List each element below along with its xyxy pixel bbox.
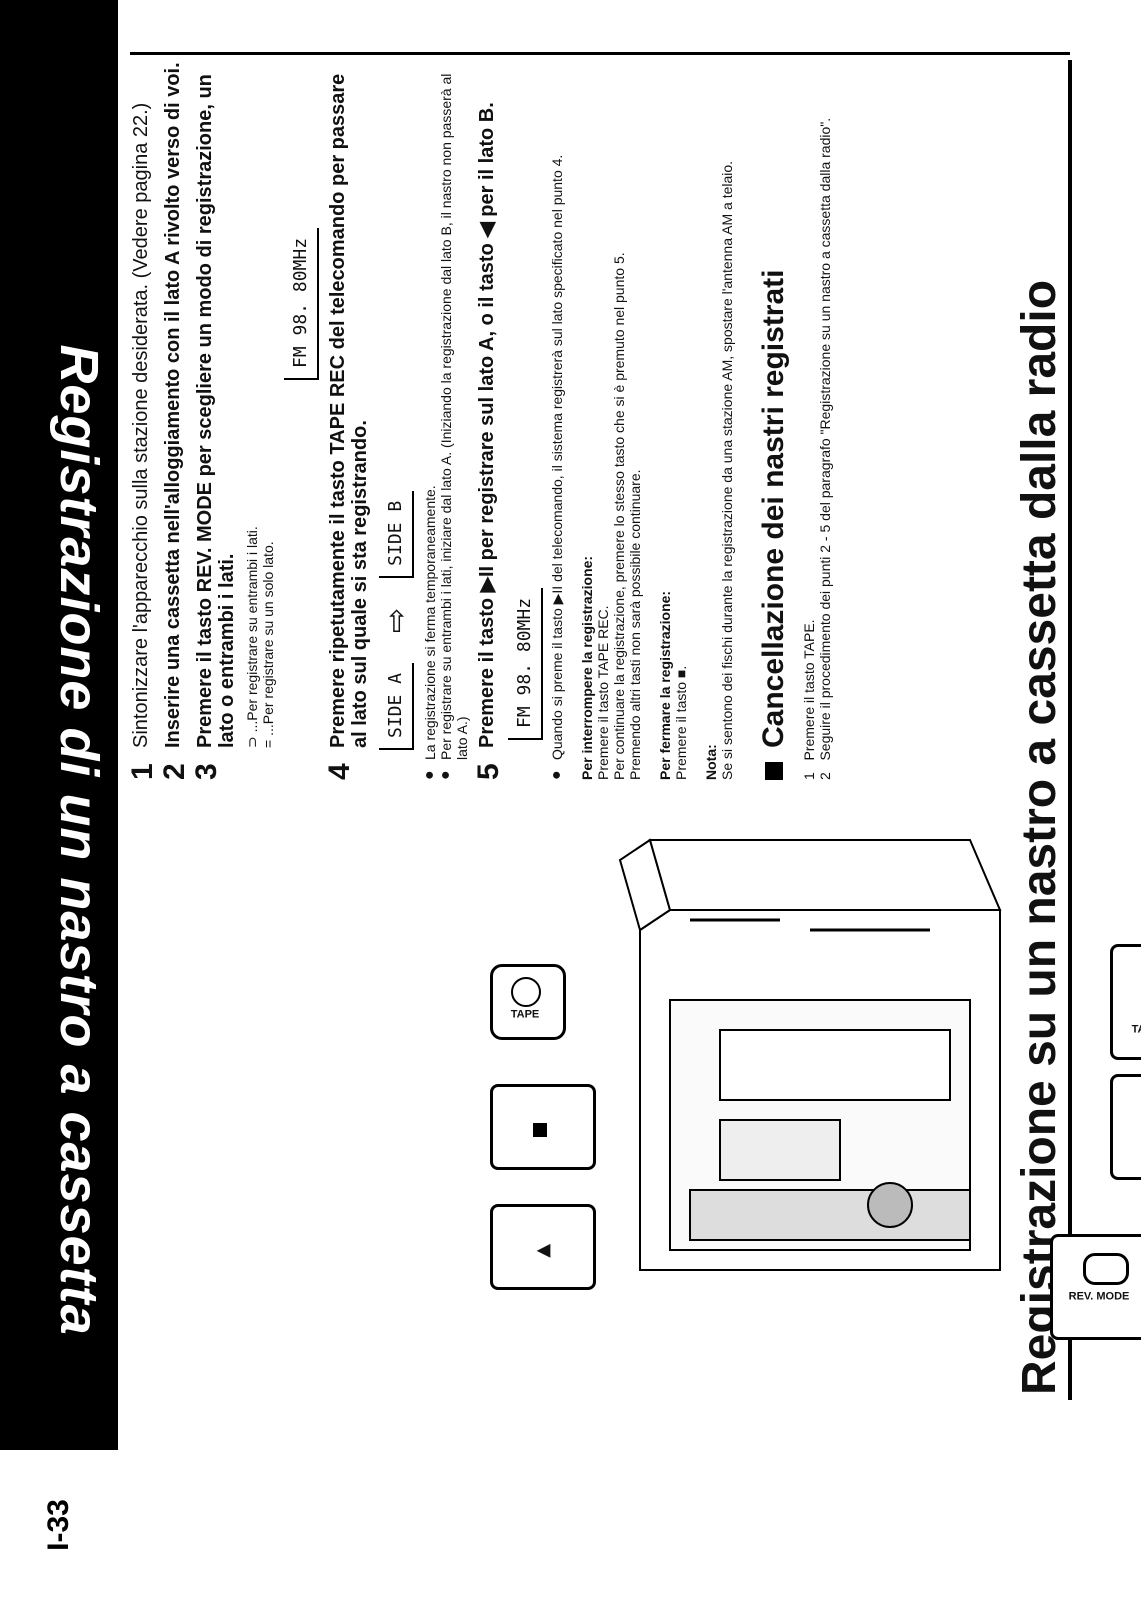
stop-line: Premere il tasto ■. [673,665,689,780]
side-band: Registrazione di un nastro a cassetta I-… [0,0,150,1600]
tape-rec-label: TAPE REC [1131,1023,1141,1036]
stop-heading: Per fermare la registrazione: [657,590,673,780]
page-number: I-33 [0,1450,118,1600]
step-number: 2 [158,763,191,780]
interrupt-line: Premere il tasto TAPE REC. [595,605,611,780]
step-text: Premere il tasto ▶II per registrare sul … [476,102,498,748]
option-symbol: = [260,739,276,748]
option-text: ...Per registrare su un solo lato. [260,541,276,736]
step-2: 2 Inserire una cassetta nell'alloggiamen… [158,60,191,780]
lcd-display-side-b: SIDE B [379,490,414,578]
interrupt-line: Per continuare la registrazione, premere… [611,252,627,780]
erase-step-text: Premere il tasto TAPE. [801,619,817,761]
option-text: ...Per registrare su entrambi i lati. [244,526,260,733]
lcd-display-recording: FM 98. 80MHz [508,587,543,740]
bullet-note: ●Per registrare su entrambi i lati, iniz… [437,60,470,780]
stop-icon [533,1123,547,1137]
step-number: 4 [323,763,356,780]
rev-mode-callout: REV. MODE [1050,1234,1141,1340]
erase-heading: Cancellazione dei nastri registrati [757,269,790,749]
note-text: Se si sentono dei fischi durante la regi… [719,160,735,780]
erase-step-number: 2 [817,772,833,780]
step-1: 1 Sintonizzare l'apparecchio sulla stazi… [126,60,159,780]
rev-mode-label: REV. MODE [1068,1290,1130,1303]
step-text: Inserire una cassetta nell'alloggiamento… [162,62,184,748]
step3-option: = ...Per registrare su un solo lato. [260,60,276,748]
play-pause-callout: ▶II [1110,1074,1141,1180]
bottom-rule [130,52,1070,55]
erase-section: Cancellazione dei nastri registrati 1 Pr… [757,60,833,780]
step-number: 5 [472,763,505,780]
step-4: 4 Premere ripetutamente il tasto TAPE RE… [323,60,371,780]
title-rule [1068,60,1072,1400]
interrupt-heading: Per interrompere la registrazione: [579,555,595,780]
reverse-play-icon: ◀ [536,1239,551,1260]
stop-section: Per fermare la registrazione: Premere il… [657,60,689,780]
erase-step: 1 Premere il tasto TAPE. [801,60,817,780]
step-3: 3 Premere il tasto REV. MODE per sceglie… [190,60,238,780]
tape-callout: TAPE [490,964,566,1040]
tape-rec-callout: TAPE REC ●II [1110,944,1141,1060]
illustration: TAPE ◀ TAPE REC ●II ▶II REV. MODE [490,820,1141,1400]
reverse-callout: ◀ [490,1204,596,1290]
stereo-illustration [618,838,1002,1271]
step-text: Premere ripetutamente il tasto TAPE REC … [327,73,371,748]
step3-option: ⊃ ...Per registrare su entrambi i lati. [244,60,260,748]
lcd-display-fm: FM 98. 80MHz [284,227,319,380]
step-5: 5 Premere il tasto ▶II per registrare su… [472,60,505,780]
erase-step-number: 1 [801,772,817,780]
note-section: Nota: Se si sentono dei fischi durante l… [703,60,735,780]
tape-label: TAPE [510,1008,540,1021]
option-symbol: ⊃ [244,736,260,748]
tape-button-icon [511,977,541,1007]
note-text: Per registrare su entrambi i lati, inizi… [438,73,470,760]
arrow-right-icon: ⇨ [380,607,413,633]
page-title: Registrazione su un nastro a cassetta da… [1013,279,1066,1395]
rev-mode-button-icon [1083,1253,1129,1285]
note-text: Quando si preme il tasto ▶II del telecom… [549,154,565,760]
interrupt-line: Premendo altri tasti non sarà possibile … [627,469,643,780]
bullet-note: ●La registrazione si ferma temporaneamen… [421,485,438,780]
erase-step-text: Seguire il procedimento dei punti 2 - 5 … [817,117,833,761]
bullet-square-icon [765,762,783,780]
note-heading: Nota: [703,744,719,780]
step-text: Sintonizzare l'apparecchio sulla stazion… [130,102,152,748]
stop-callout [490,1084,596,1170]
lcd-display-side-a: SIDE A [379,662,414,750]
step-text: Premere il tasto REV. MODE per scegliere… [194,74,238,748]
step-number: 1 [126,763,159,780]
side-band-title: Registrazione di un nastro a cassetta [49,344,109,1336]
note-text: La registrazione si ferma temporaneament… [422,485,438,760]
erase-step: 2 Seguire il procedimento dei punti 2 - … [817,60,833,780]
instructions: 1 Sintonizzare l'apparecchio sulla stazi… [126,60,1010,780]
interrupt-section: Per interrompere la registrazione: Preme… [579,60,643,780]
bullet-note: ●Quando si preme il tasto ▶II del teleco… [548,154,565,780]
step-number: 3 [190,763,223,780]
